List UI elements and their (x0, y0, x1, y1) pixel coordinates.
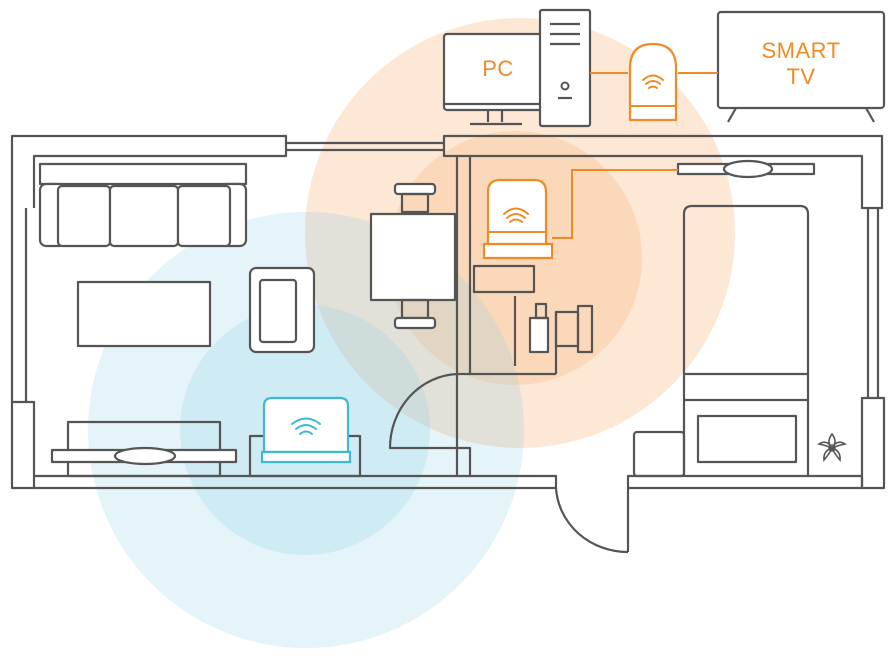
living-room-furniture (38, 162, 362, 478)
office-desk (472, 264, 594, 366)
wifi-satellite-icon (260, 396, 352, 464)
wifi-waves-icon (503, 207, 529, 223)
wifi-router-icon (482, 178, 554, 260)
tv-console (50, 420, 238, 478)
bed (682, 204, 810, 476)
dining-table (369, 182, 457, 330)
pc-monitor: PC (442, 32, 550, 126)
wifi-waves-icon (642, 74, 664, 89)
nightstand (632, 430, 686, 478)
armchair (248, 266, 316, 354)
walls (10, 134, 886, 554)
wifi-extender-icon (628, 42, 678, 122)
wifi-waves-icon (291, 417, 321, 435)
pc-label: PC (482, 56, 514, 81)
pc-tower (538, 8, 592, 128)
flower-icon (816, 432, 848, 462)
smart-tv: SMART TV (716, 10, 886, 123)
sofa (38, 162, 248, 248)
wardrobe (676, 159, 816, 179)
smart-tv-label-line2: TV (786, 64, 815, 89)
smart-tv-label-line1: SMART (761, 38, 840, 63)
coffee-table (76, 280, 212, 348)
ethernet-cables (552, 72, 718, 239)
